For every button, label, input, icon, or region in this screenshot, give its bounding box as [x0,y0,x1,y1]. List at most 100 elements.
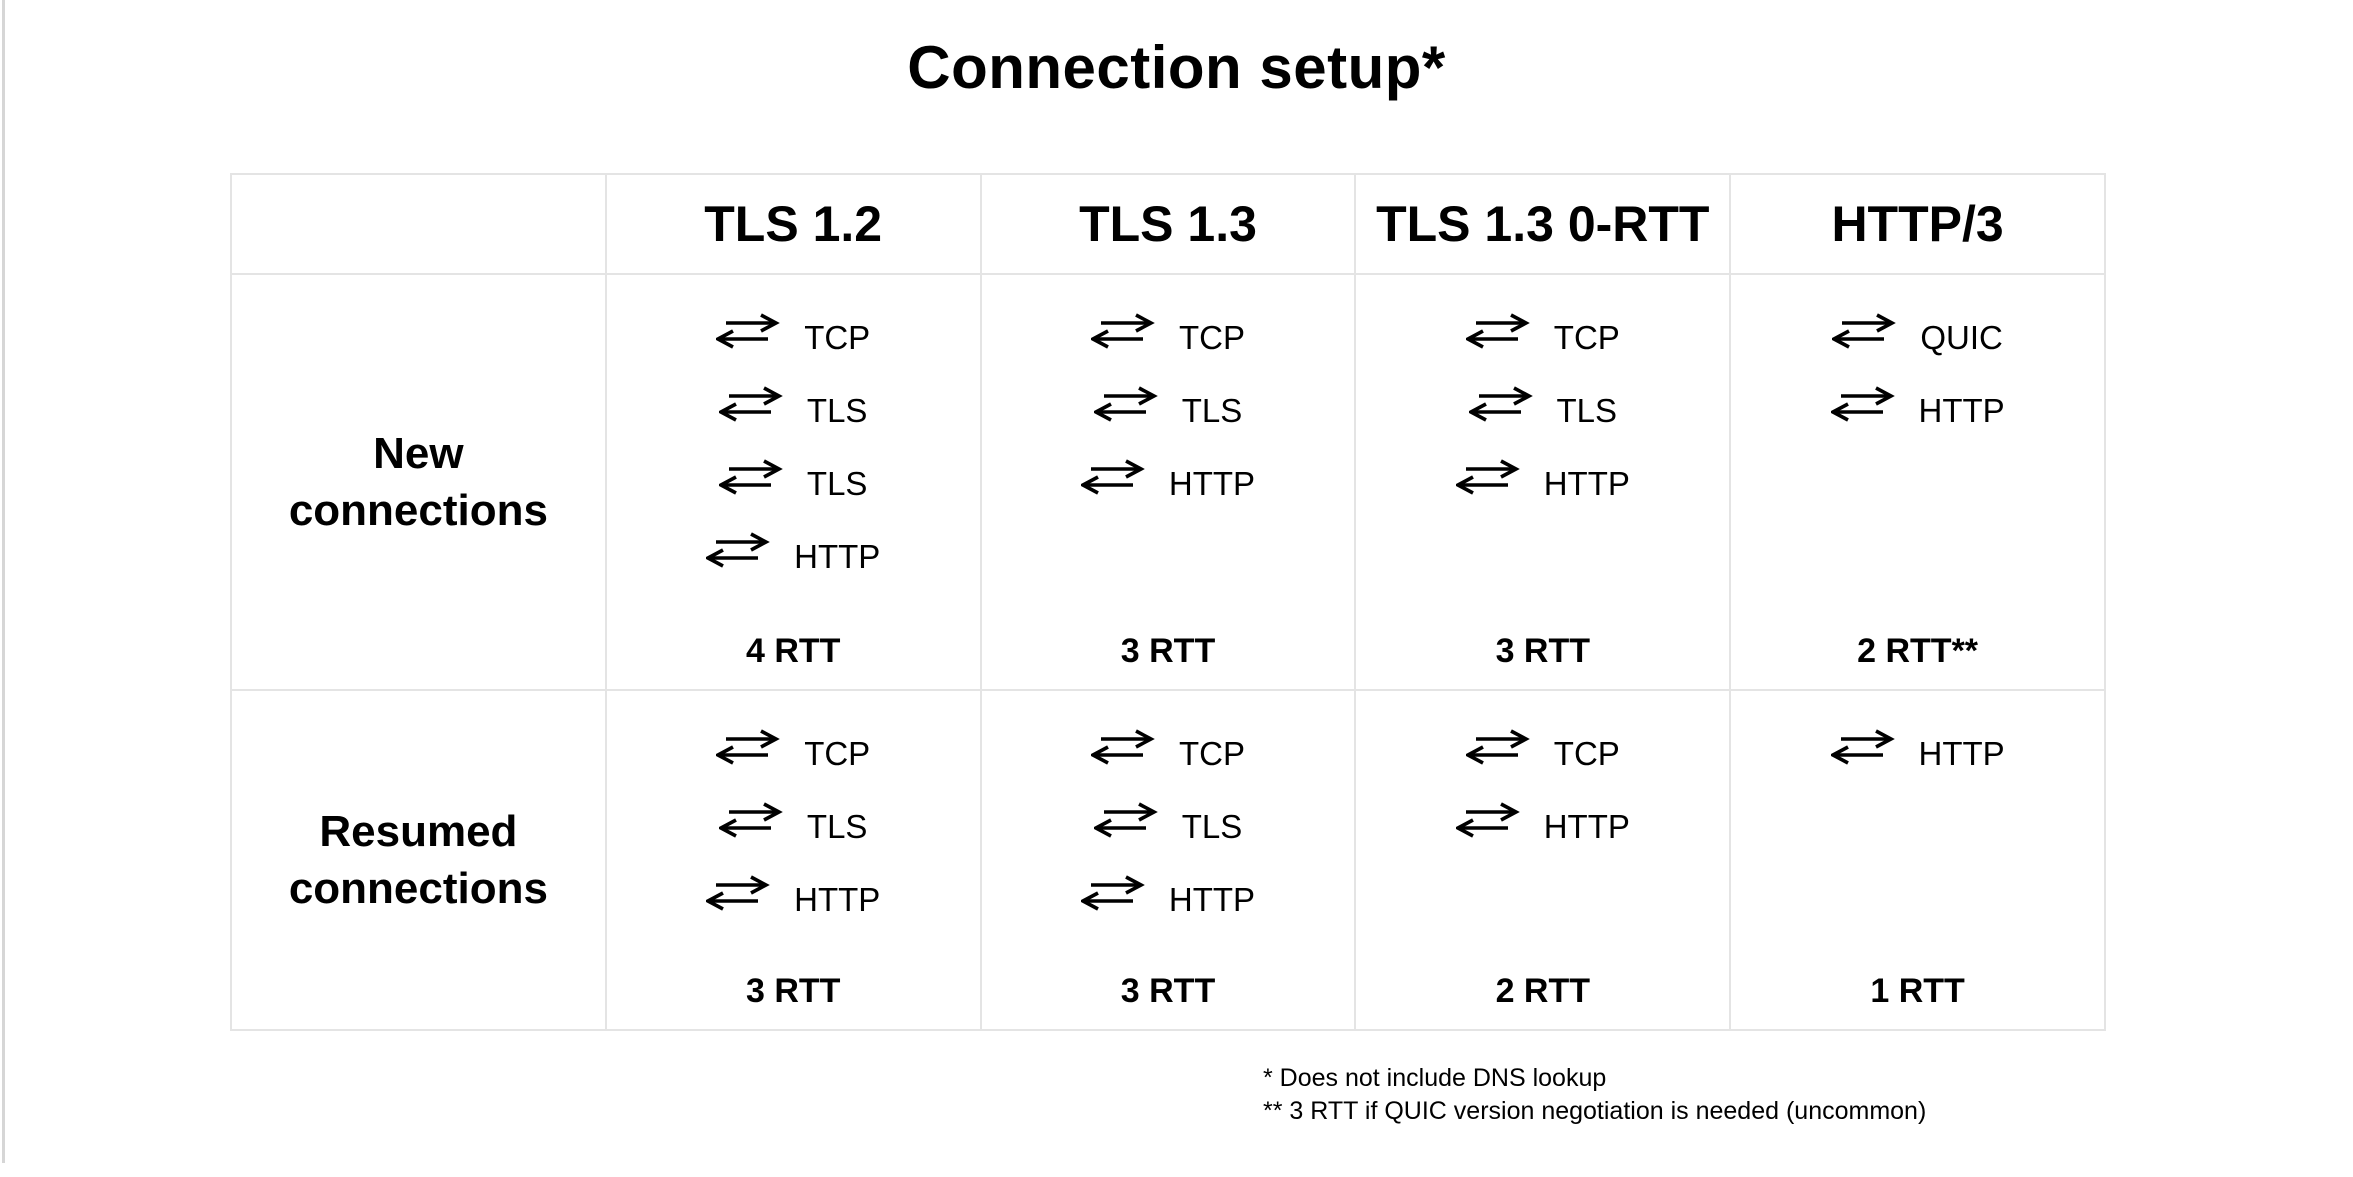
round-trip-arrows-icon [1830,728,1901,766]
round-trip-arrows-icon [1465,728,1536,766]
step-label: TCP [1178,318,1245,356]
round-trip-arrows-icon [1093,385,1164,423]
row-label-new-connections: New connections [232,275,607,691]
step-label: TCP [804,734,871,772]
cell-resumed-tls12: TCP TLS HTTP 3 RTT [606,691,982,1031]
column-header-tls13: TLS 1.3 [981,175,1357,275]
round-trip-arrows-icon [1832,312,1902,350]
row-label-resumed-connections: Resumed connections [232,691,607,1031]
step-label: TCP [804,318,871,356]
handshake-step: TCP [607,717,980,790]
column-header-tls13-0rtt: TLS 1.3 0-RTT [1356,175,1732,275]
round-trip-arrows-icon [1455,458,1526,496]
handshake-steps: TCP HTTP [1356,717,1729,863]
step-label: HTTP [1918,391,2005,429]
round-trip-arrows-icon [719,385,789,423]
cell-resumed-tls13-0rtt: TCP HTTP 2 RTT [1356,691,1732,1031]
handshake-step: TLS [607,447,980,520]
round-trip-arrows-icon [716,312,786,350]
rtt-total: 3 RTT [1120,972,1216,1010]
rtt-total: 2 RTT** [1857,632,1979,670]
handshake-step: HTTP [982,863,1355,936]
rtt-total: 3 RTT [1495,632,1591,670]
handshake-steps: TCP TLS HTTP [982,717,1355,936]
step-label: TLS [1181,807,1243,845]
footnotes: * Does not include DNS lookup ** 3 RTT i… [1263,1062,1926,1128]
round-trip-arrows-icon [1081,458,1151,496]
slide-edge-line [2,0,5,1163]
handshake-step: HTTP [1731,717,2104,790]
step-label: HTTP [1543,464,1630,502]
round-trip-arrows-icon [1093,801,1164,839]
handshake-steps: TCP TLS HTTP [607,717,980,936]
column-header-tls12: TLS 1.2 [606,175,982,275]
handshake-step: TCP [982,717,1355,790]
step-label: TLS [806,464,868,502]
round-trip-arrows-icon [1091,312,1161,350]
cell-new-tls13: TCP TLS HTTP 3 RTT [981,275,1357,691]
handshake-step: HTTP [1356,447,1729,520]
cell-new-tls13-0rtt: TCP TLS HTTP 3 RTT [1356,275,1732,691]
step-label: TLS [806,391,868,429]
rtt-total: 3 RTT [1120,632,1216,670]
rtt-total: 4 RTT [745,632,841,670]
connection-setup-table: TLS 1.2 TLS 1.3 TLS 1.3 0-RTT HTTP/3 New… [230,173,2106,1031]
cell-new-tls12: TCP TLS TLS HTTP 4 RTT [606,275,982,691]
handshake-step: TLS [607,374,980,447]
step-label: HTTP [1168,464,1256,502]
handshake-steps: TCP TLS TLS HTTP [607,301,980,593]
cell-resumed-http3: HTTP 1 RTT [1731,691,2106,1031]
cell-new-http3: QUIC HTTP 2 RTT** [1731,275,2106,691]
round-trip-arrows-icon [706,874,776,912]
corner-cell [232,175,607,275]
handshake-step: HTTP [982,447,1355,520]
column-header-http3: HTTP/3 [1731,175,2106,275]
round-trip-arrows-icon [1465,312,1536,350]
handshake-step: TCP [607,301,980,374]
round-trip-arrows-icon [1091,728,1161,766]
round-trip-arrows-icon [719,801,789,839]
step-label: HTTP [1168,880,1256,918]
handshake-step: TCP [1356,301,1729,374]
round-trip-arrows-icon [1455,801,1526,839]
handshake-step: HTTP [607,863,980,936]
handshake-steps: QUIC HTTP [1731,301,2104,447]
step-label: HTTP [794,537,881,575]
step-label: QUIC [1920,318,2003,356]
step-label: TCP [1553,318,1620,356]
handshake-step: HTTP [1356,790,1729,863]
handshake-step: TCP [1356,717,1729,790]
handshake-step: QUIC [1731,301,2104,374]
step-label: HTTP [1918,734,2005,772]
handshake-step: TLS [1356,374,1729,447]
handshake-steps: TCP TLS HTTP [1356,301,1729,520]
step-label: TLS [1556,391,1618,429]
handshake-steps: TCP TLS HTTP [982,301,1355,520]
footnote-dns: * Does not include DNS lookup [1263,1064,1607,1092]
handshake-step: TLS [982,790,1355,863]
handshake-step: TLS [607,790,980,863]
round-trip-arrows-icon [1081,874,1151,912]
cell-resumed-tls13: TCP TLS HTTP 3 RTT [981,691,1357,1031]
rtt-total: 3 RTT [745,972,841,1010]
step-label: TLS [806,807,868,845]
round-trip-arrows-icon [1830,385,1901,423]
handshake-step: TCP [982,301,1355,374]
handshake-step: HTTP [1731,374,2104,447]
handshake-step: TLS [982,374,1355,447]
handshake-step: HTTP [607,520,980,593]
round-trip-arrows-icon [1468,385,1539,423]
step-label: TCP [1553,734,1620,772]
round-trip-arrows-icon [716,728,786,766]
rtt-total: 1 RTT [1870,972,1965,1010]
round-trip-arrows-icon [719,458,789,496]
step-label: HTTP [1543,807,1630,845]
round-trip-arrows-icon [706,531,776,569]
step-label: TCP [1178,734,1245,772]
handshake-steps: HTTP [1731,717,2104,790]
footnote-quic-negotiation: ** 3 RTT if QUIC version negotiation is … [1263,1097,1927,1125]
page-title: Connection setup* [907,34,1446,101]
step-label: TLS [1181,391,1243,429]
step-label: HTTP [794,880,881,918]
